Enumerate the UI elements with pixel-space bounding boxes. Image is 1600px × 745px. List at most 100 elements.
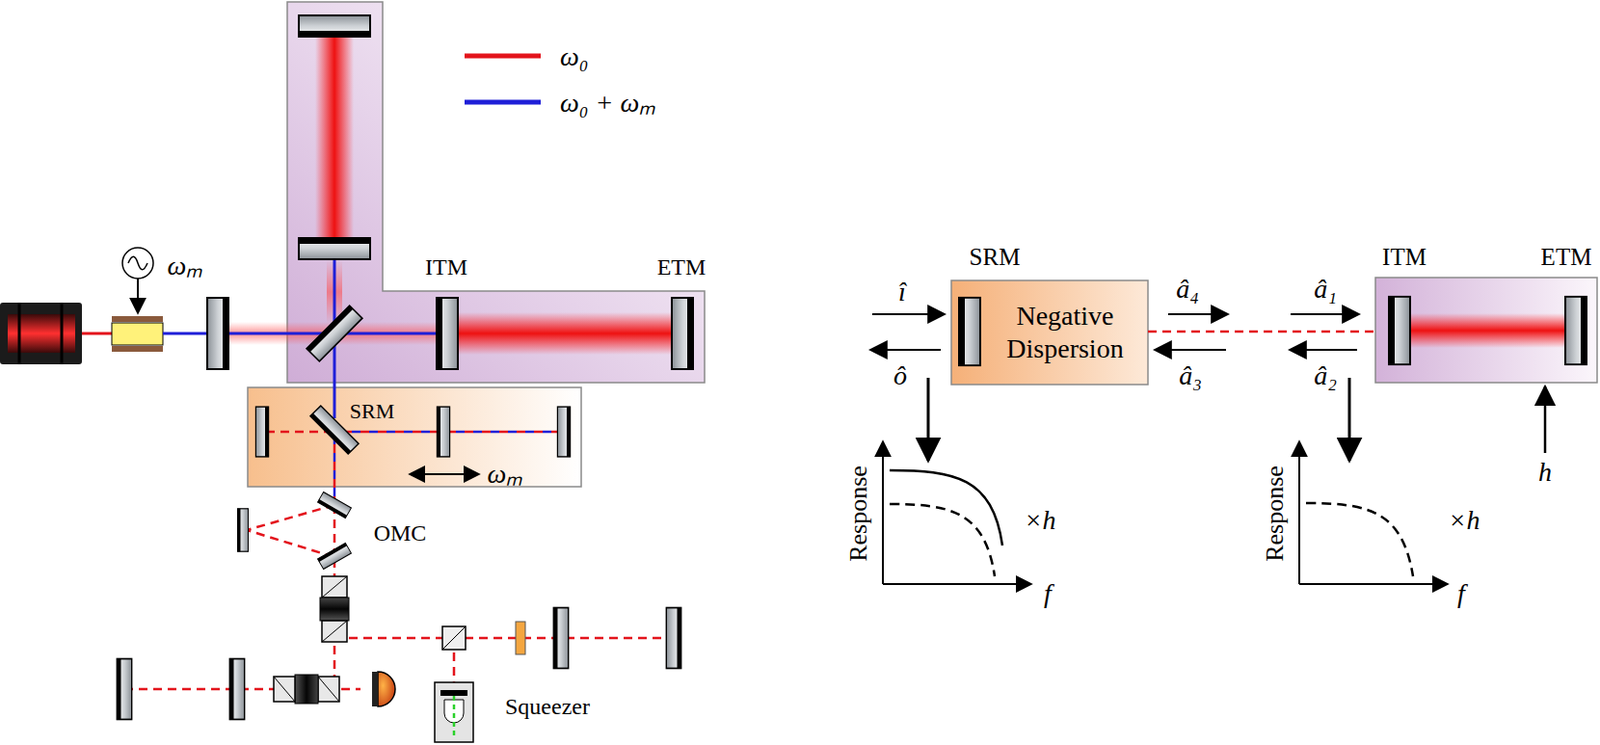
srm-dashed-beams: [333, 435, 337, 502]
field-arrows: [927, 377, 931, 461]
response-plots: [881, 441, 884, 585]
axis-label: f: [1043, 577, 1052, 611]
oscillator: [122, 247, 154, 279]
mirrors: [255, 406, 268, 457]
mirrors: [238, 508, 249, 552]
beamsplitter-cube: [442, 626, 466, 650]
field-label: â₂: [1313, 359, 1337, 393]
signal-label: h: [1538, 455, 1552, 489]
phase-modulator: [111, 322, 163, 346]
response-plots: [1306, 503, 1414, 577]
response-plots: [889, 504, 995, 577]
srm-panel: SRM: [247, 387, 582, 487]
mirrors: [116, 659, 132, 720]
laser: [0, 302, 82, 365]
field-arrows: [872, 313, 945, 316]
node-outline: [247, 387, 582, 487]
squeezer-box: [453, 695, 456, 739]
node-shape: [247, 387, 582, 487]
legend-text: ω₀: [560, 40, 589, 74]
response-plots: [1298, 441, 1301, 585]
photodetector: [372, 671, 396, 707]
mirrors: [553, 608, 568, 669]
readout-dashed-beams: [124, 505, 674, 690]
response-plots: [882, 583, 1032, 586]
scale-label: ×h: [1448, 504, 1481, 537]
node-text: ETM: [657, 253, 707, 282]
node-outline: [951, 280, 1148, 385]
mirrors: [298, 15, 371, 37]
axis-label: Response: [1259, 465, 1290, 562]
node-shape: [287, 1, 705, 383]
mirrors: [666, 608, 681, 669]
legend-swatch: [464, 53, 541, 59]
node-text: ETM: [1541, 242, 1593, 272]
faraday-isolator: [273, 674, 340, 704]
field-arrows: [870, 348, 941, 351]
node-outline: [1375, 277, 1598, 383]
phase-modulator: [111, 316, 163, 322]
legend-text: ω₀ + ωₘ: [560, 86, 656, 120]
arm-beams: [1411, 313, 1565, 348]
scale-label: ×h: [1024, 504, 1057, 537]
field-arrows: [1290, 313, 1360, 316]
readout-dashed-beams: [334, 637, 674, 640]
srm-dashed-beams: [333, 435, 337, 502]
squeezer-box: [444, 699, 464, 723]
oscillator: [122, 247, 154, 314]
phase-modulator: [111, 316, 163, 352]
oscillator: [128, 256, 148, 270]
photodetector: [377, 671, 396, 707]
field-label: î: [898, 275, 907, 309]
node-shape: [951, 280, 1148, 385]
oscillator: [136, 278, 139, 314]
field-label: ô: [893, 359, 907, 393]
photodetector: [372, 671, 378, 707]
arm-beams: [315, 37, 354, 239]
response-plots: [882, 441, 1448, 585]
faraday-isolator: [320, 576, 349, 642]
arm-panel: ITMETM: [287, 1, 705, 383]
beamsplitter-cube: [442, 626, 466, 650]
readout-dashed-beams: [246, 505, 335, 558]
field-arrows: [1348, 377, 1352, 461]
mirrors: [671, 297, 694, 370]
field-label: â₄: [1175, 272, 1200, 306]
mirrors: [1388, 296, 1411, 365]
response-plots: [889, 470, 1003, 546]
faraday-isolator: [273, 576, 349, 704]
waveplate: [515, 621, 526, 655]
mirrors: [436, 297, 458, 370]
field-label: â₁: [1313, 272, 1337, 306]
mirrors: [229, 659, 244, 720]
axis-label: f: [1457, 577, 1466, 611]
node-shape: [1375, 277, 1598, 383]
mirrors: [436, 406, 450, 457]
field-arrows: [1168, 313, 1228, 316]
mirrors: [959, 297, 981, 366]
frequency-label: ωₘ: [487, 457, 524, 491]
laser: [18, 302, 22, 365]
laser: [0, 302, 82, 365]
beam-connector: [1147, 330, 1376, 334]
laser: [60, 302, 64, 365]
part-name: Squeezer: [505, 693, 590, 721]
beamsplitter-cube: [442, 626, 466, 650]
cavity-box: ITMETM: [1375, 277, 1598, 383]
response-plots: [1299, 583, 1448, 586]
node-text: ITM: [1382, 242, 1427, 272]
squeezer-box: [434, 682, 474, 743]
dispersion-box: SRMNegative Dispersion: [951, 280, 1148, 385]
squeezer-box: [434, 682, 474, 743]
carrier-beam: [81, 332, 112, 336]
arm-beams: [458, 312, 671, 355]
sideband-beam: [162, 332, 209, 336]
frequency-label: ωₘ: [167, 249, 204, 283]
